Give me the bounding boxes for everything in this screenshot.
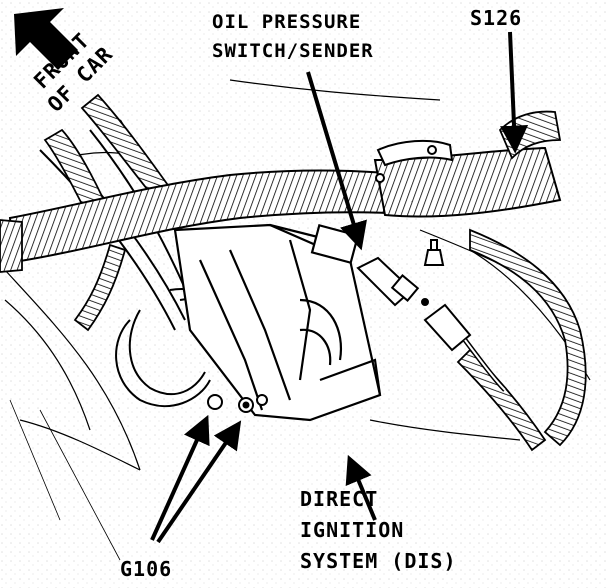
conduit-left-edge (0, 219, 23, 273)
s126-label: S126 (470, 6, 523, 30)
conduit-left-lower (73, 243, 127, 332)
oil-pressure-line-2: SWITCH/SENDER (212, 40, 374, 62)
front-direction-arrow (14, 8, 78, 70)
dis-label: DIRECT IGNITION SYSTEM (DIS) (300, 484, 457, 577)
mount-stud (423, 239, 445, 266)
ground-bolts (207, 394, 268, 413)
callout-arrows (150, 31, 529, 544)
oil-pressure-connector (423, 303, 507, 392)
oil-pressure-switch (356, 256, 429, 307)
g106-label: G106 (120, 557, 173, 581)
dis-line-2: IGNITION (300, 518, 405, 542)
dis-line-1: DIRECT (300, 487, 379, 511)
dis-module (173, 223, 382, 422)
oil-pressure-line-1: OIL PRESSURE (212, 11, 362, 33)
dis-line-3: SYSTEM (DIS) (300, 549, 457, 573)
conduit-right-descending (469, 228, 587, 447)
oil-pressure-switch-label: OIL PRESSURE SWITCH/SENDER (212, 8, 374, 66)
harness-bracket (375, 139, 454, 183)
